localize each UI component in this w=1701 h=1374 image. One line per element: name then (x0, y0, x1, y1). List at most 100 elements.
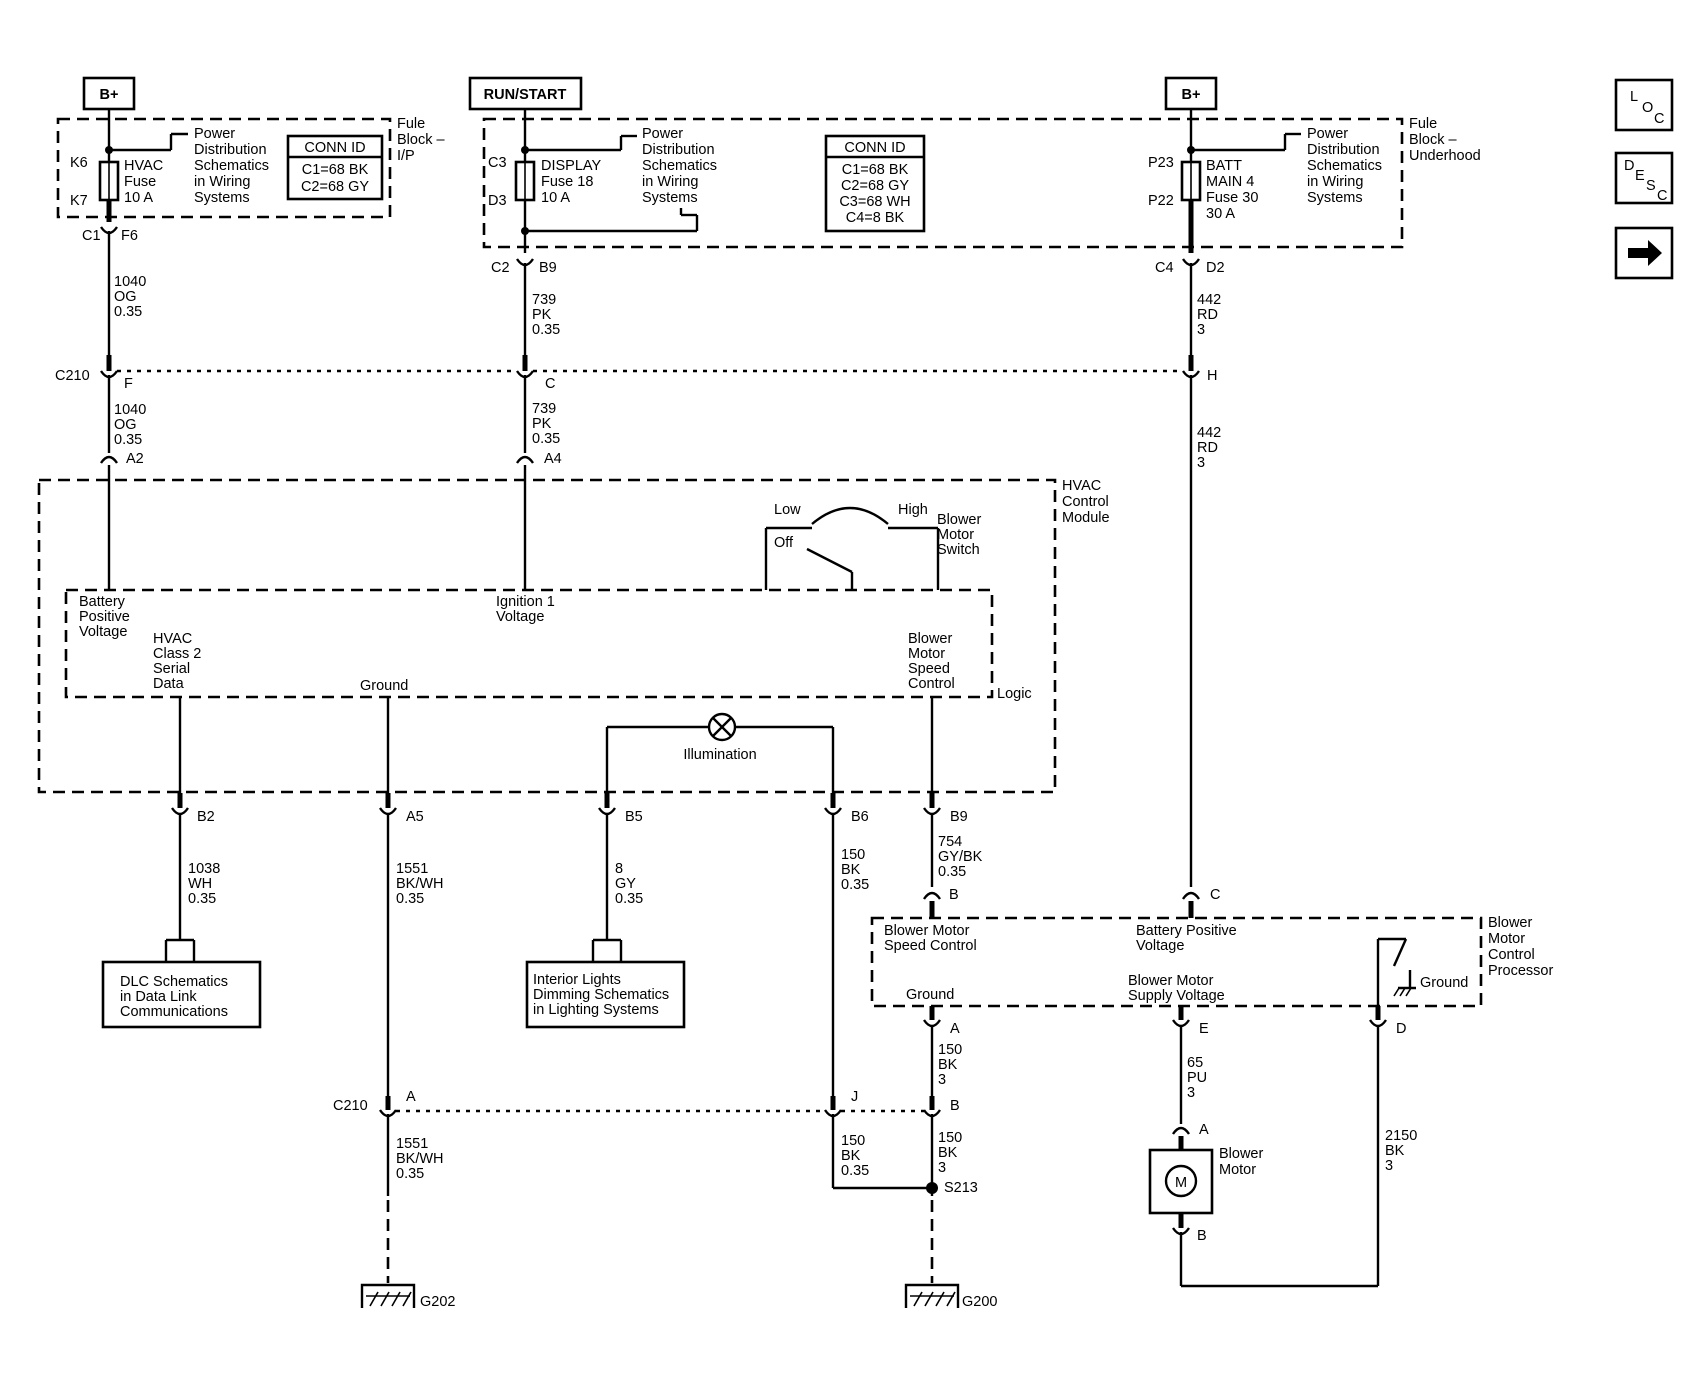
svg-text:Battery Positive: Battery Positive (1136, 923, 1237, 939)
svg-text:PK: PK (532, 416, 552, 432)
svg-text:Switch: Switch (937, 542, 980, 558)
run-start-source: RUN/START (468, 76, 583, 111)
wire-442-long: 442 RD 3 (1189, 375, 1221, 887)
svg-text:Underhood: Underhood (1409, 148, 1481, 164)
loc-button[interactable]: L O C (1614, 78, 1674, 132)
svg-text:in Wiring: in Wiring (1307, 174, 1363, 190)
svg-text:in Wiring: in Wiring (642, 174, 698, 190)
svg-text:1040: 1040 (114, 274, 146, 290)
right-arrow-icon (1628, 240, 1662, 266)
svg-text:Block –: Block – (1409, 132, 1457, 148)
wire-1040: C1 F6 1040 OG 0.35 (82, 226, 146, 371)
svg-text:0.35: 0.35 (615, 891, 643, 907)
svg-text:B5: B5 (625, 809, 643, 825)
g202-ground-icon: G202 (360, 1283, 455, 1310)
svg-text:PK: PK (532, 307, 552, 323)
wire-8: 8 GY 0.35 (591, 813, 643, 962)
svg-text:A: A (1199, 1122, 1209, 1138)
wire-2150: 2150 BK 3 (1376, 1025, 1417, 1286)
svg-text:0.35: 0.35 (841, 1163, 869, 1179)
svg-text:A4: A4 (544, 451, 562, 467)
svg-text:Communications: Communications (120, 1004, 228, 1020)
svg-text:Fuse: Fuse (124, 174, 156, 190)
svg-text:C2: C2 (491, 260, 510, 276)
svg-text:Off: Off (774, 535, 794, 551)
svg-text:Battery: Battery (79, 594, 126, 610)
svg-text:BK: BK (1385, 1143, 1405, 1159)
svg-text:Interior Lights: Interior Lights (533, 972, 621, 988)
svg-text:B2: B2 (197, 809, 215, 825)
svg-text:Blower: Blower (937, 512, 981, 528)
svg-text:WH: WH (188, 876, 212, 892)
fuse-block-underhood: Fule Block – Underhood C3 D3 DISPLAY Fus… (482, 109, 1481, 253)
svg-text:OG: OG (114, 289, 137, 305)
svg-text:442: 442 (1197, 292, 1221, 308)
svg-text:in Lighting Systems: in Lighting Systems (533, 1002, 659, 1018)
svg-text:Power: Power (1307, 126, 1348, 142)
svg-text:Ground: Ground (1420, 975, 1468, 991)
svg-text:150: 150 (938, 1042, 962, 1058)
svg-text:in Data Link: in Data Link (120, 989, 197, 1005)
svg-text:S: S (1646, 178, 1656, 194)
svg-text:0.35: 0.35 (188, 891, 216, 907)
svg-text:HVAC: HVAC (1062, 478, 1101, 494)
svg-text:F: F (124, 376, 133, 392)
module-bottom-pins: B2 A5 B5 B6 B9 (171, 793, 968, 825)
svg-text:Control: Control (1062, 494, 1109, 510)
svg-text:D: D (1624, 158, 1634, 174)
svg-text:Blower: Blower (1488, 915, 1532, 931)
svg-text:BK: BK (938, 1057, 958, 1073)
svg-text:Supply Voltage: Supply Voltage (1128, 988, 1225, 1004)
svg-text:F6: F6 (121, 228, 138, 244)
motor-icon (1164, 1164, 1198, 1198)
svg-text:P22: P22 (1148, 193, 1174, 209)
svg-text:C: C (1657, 188, 1667, 204)
wire-150-b6: 150 BK 0.35 (831, 813, 869, 1106)
svg-text:HVAC: HVAC (153, 631, 192, 647)
svg-text:Block –: Block – (397, 132, 445, 148)
svg-text:D2: D2 (1206, 260, 1225, 276)
svg-text:OG: OG (114, 417, 137, 433)
svg-text:3: 3 (1385, 1158, 1393, 1174)
wire-754: 754 GY/BK 0.35 (930, 813, 983, 887)
svg-text:Speed Control: Speed Control (884, 938, 977, 954)
svg-text:RUN/START: RUN/START (484, 87, 567, 103)
svg-text:B9: B9 (950, 809, 968, 825)
svg-text:B: B (950, 1098, 960, 1114)
svg-text:3: 3 (1197, 322, 1205, 338)
svg-text:150: 150 (938, 1130, 962, 1146)
svg-text:Distribution: Distribution (1307, 142, 1380, 158)
svg-text:Fuse 30: Fuse 30 (1206, 190, 1258, 206)
svg-text:C210: C210 (333, 1098, 368, 1114)
svg-text:A: A (950, 1021, 960, 1037)
bplus-left-source: B+ (82, 76, 136, 111)
svg-text:0.35: 0.35 (532, 431, 560, 447)
blower-motor-switch-icon (764, 506, 940, 590)
svg-text:in Wiring: in Wiring (194, 174, 250, 190)
svg-text:Schematics: Schematics (1307, 158, 1382, 174)
svg-text:High: High (898, 502, 928, 518)
wire-442: C4 D2 442 RD 3 (1155, 258, 1225, 371)
svg-text:3: 3 (1187, 1085, 1195, 1101)
svg-text:GY/BK: GY/BK (938, 849, 983, 865)
svg-text:BK: BK (938, 1145, 958, 1161)
wire-1038: 1038 WH 0.35 (164, 813, 220, 962)
svg-text:1551: 1551 (396, 861, 428, 877)
desc-button[interactable]: D E S C (1614, 151, 1674, 205)
wire-150-b: 150 BK 3 (930, 1114, 962, 1196)
svg-text:Fuse 18: Fuse 18 (541, 174, 593, 190)
svg-text:A5: A5 (406, 809, 424, 825)
wire-1040-mid: 1040 OG 0.35 A2 (100, 375, 146, 590)
svg-text:Blower Motor: Blower Motor (884, 923, 970, 939)
svg-text:MAIN 4: MAIN 4 (1206, 174, 1254, 190)
svg-text:Blower: Blower (908, 631, 952, 647)
next-button[interactable] (1614, 226, 1674, 280)
svg-text:Serial: Serial (153, 661, 190, 677)
svg-text:150: 150 (841, 1133, 865, 1149)
svg-text:RD: RD (1197, 307, 1218, 323)
svg-text:G202: G202 (420, 1294, 455, 1310)
svg-text:0.35: 0.35 (396, 891, 424, 907)
svg-text:H: H (1207, 368, 1217, 384)
svg-text:Fule: Fule (397, 116, 425, 132)
